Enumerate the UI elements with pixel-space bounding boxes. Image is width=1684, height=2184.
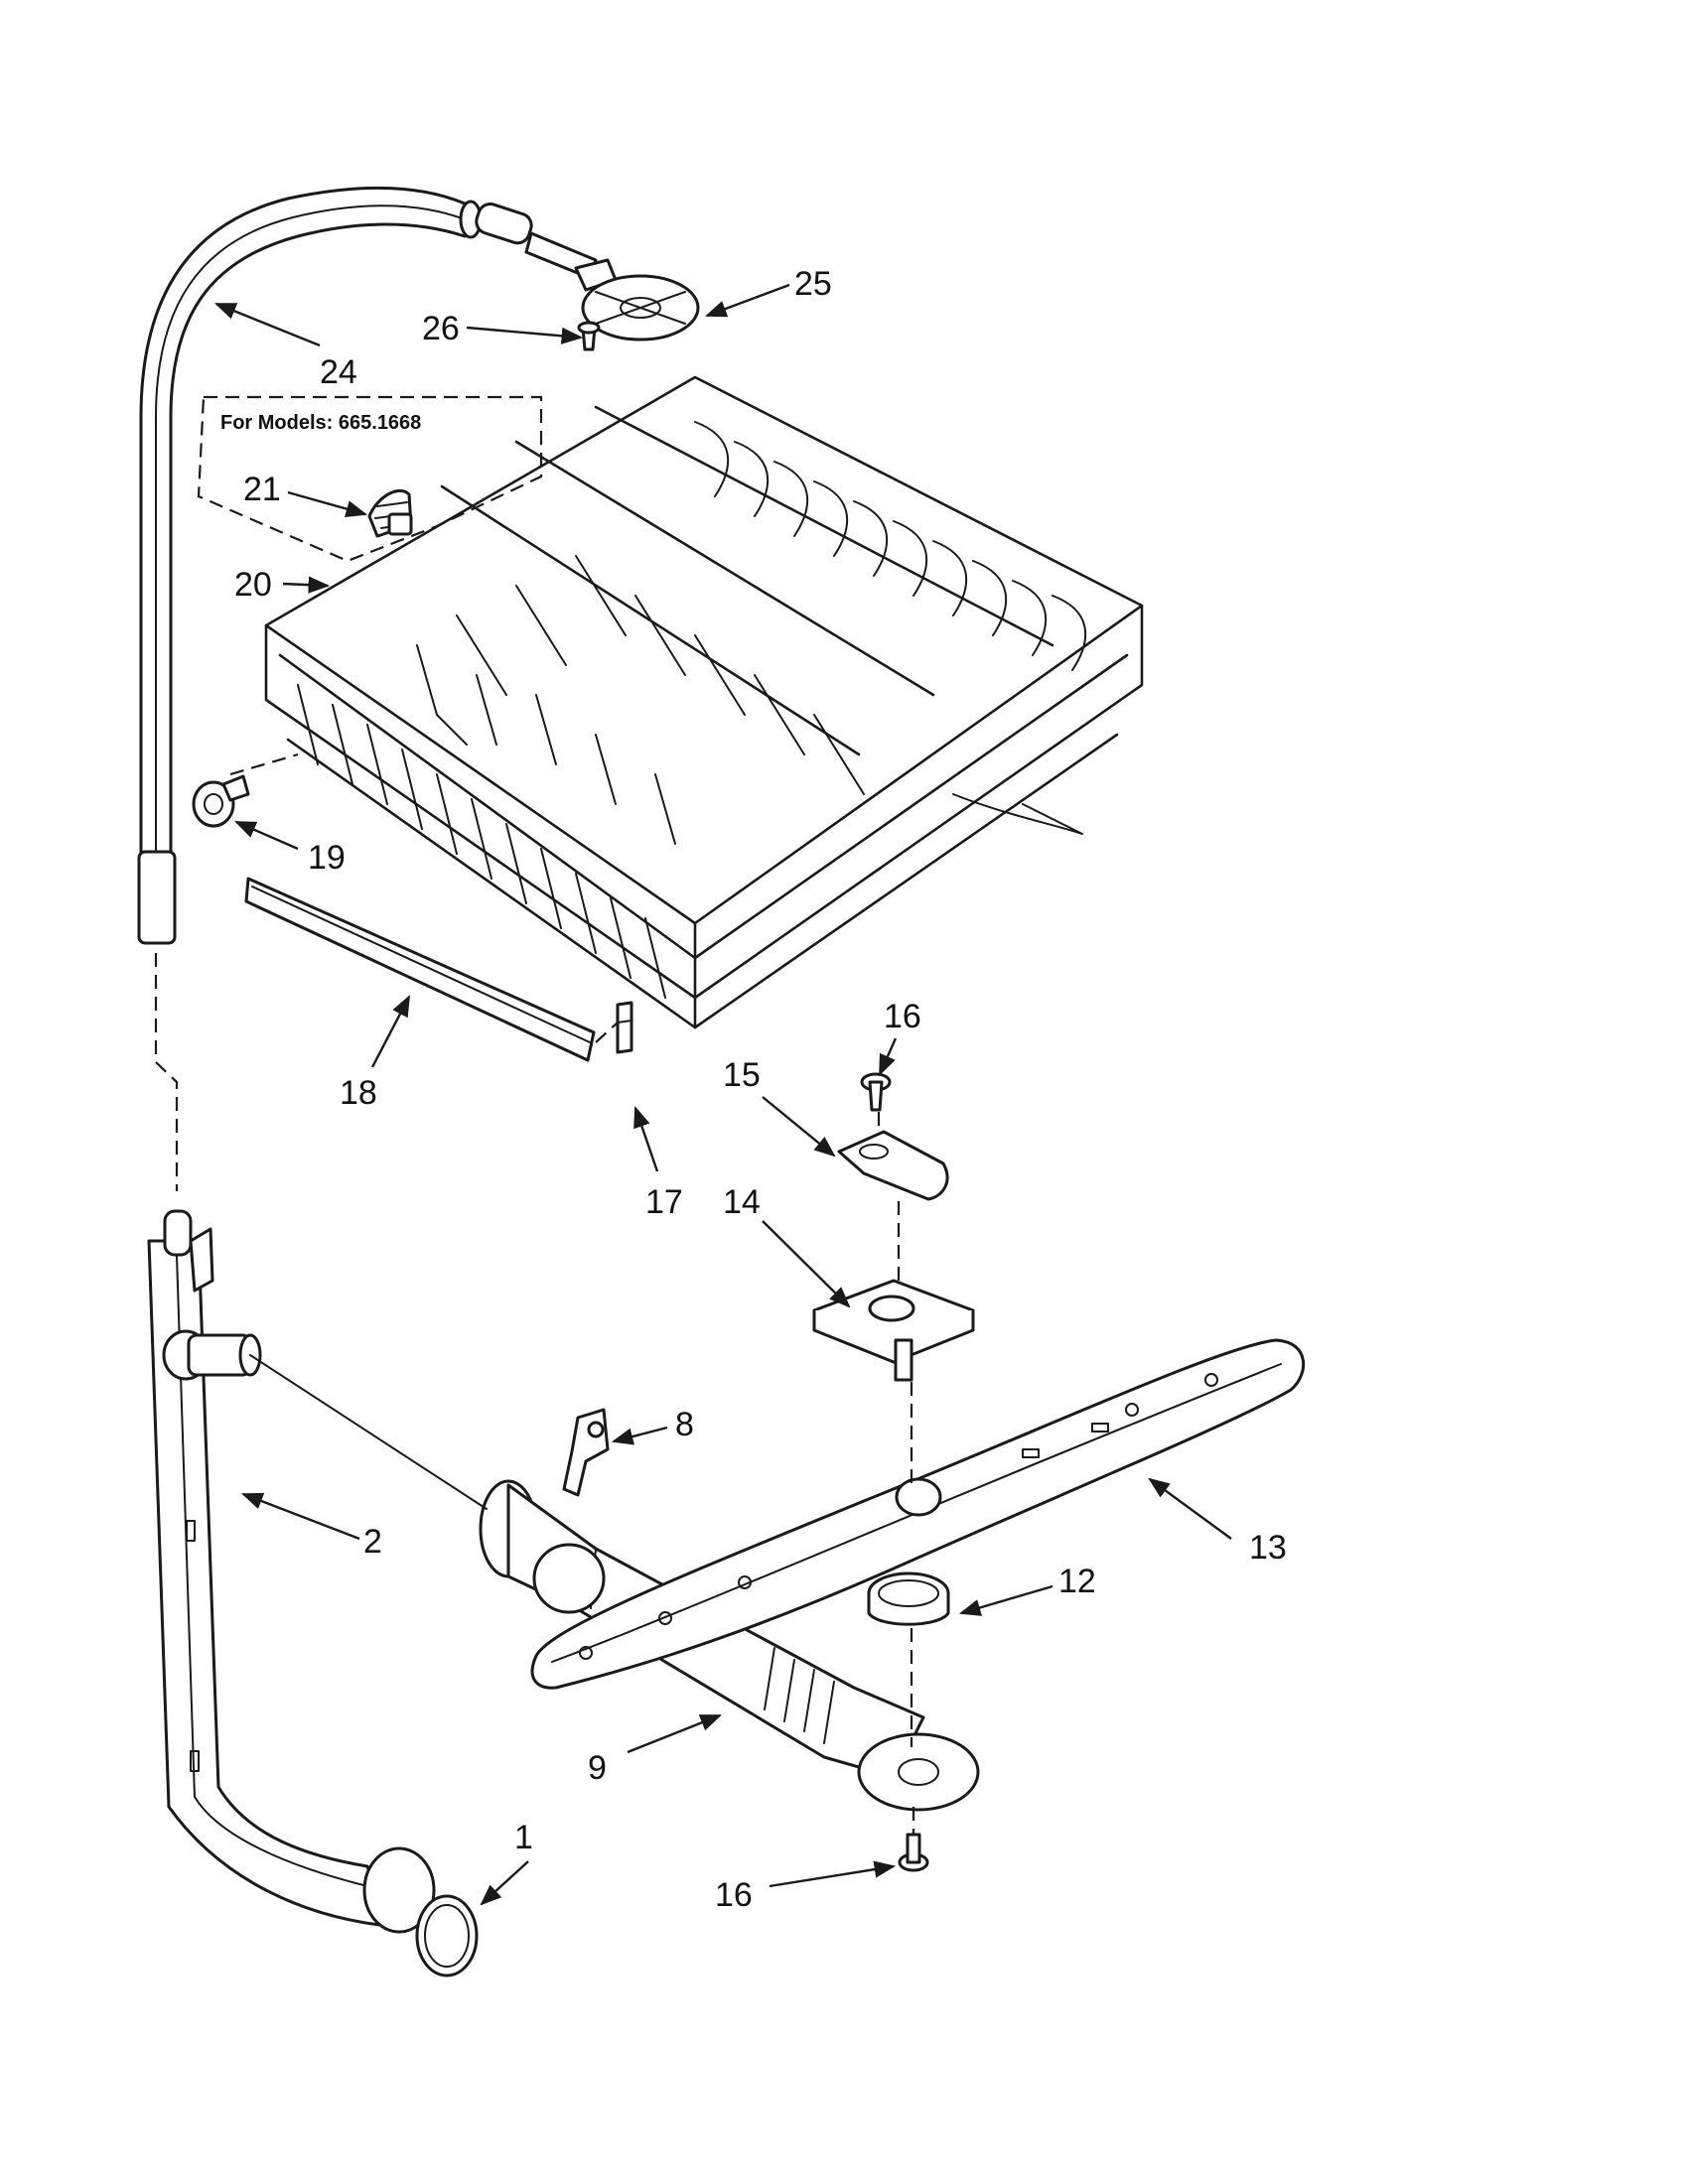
leader-21 <box>287 490 368 518</box>
clip-part-15 <box>837 1130 949 1201</box>
dishrack-part-20 <box>264 375 1144 1029</box>
leader-lines <box>213 283 1232 1906</box>
rack-rail-part-18 <box>244 877 596 1062</box>
leader-24 <box>213 302 321 347</box>
callout-26: 26 <box>422 310 460 347</box>
leader-15 <box>762 1096 836 1158</box>
screw-part-26 <box>577 321 601 351</box>
callout-16-bottom: 16 <box>715 1876 753 1914</box>
leader-16-top <box>878 1037 898 1076</box>
callout-16-top: 16 <box>884 998 921 1035</box>
leader-25 <box>704 283 790 318</box>
ring-nut-part-12 <box>867 1571 950 1626</box>
leader-9 <box>627 1713 723 1754</box>
screw-part-16-top <box>860 1072 892 1112</box>
callout-15: 15 <box>723 1056 761 1094</box>
rail-stop-part-17 <box>616 1001 633 1054</box>
callout-24: 24 <box>320 353 357 391</box>
o-ring-part-1 <box>415 1894 479 1978</box>
leader-2 <box>240 1492 360 1541</box>
manifold-tube-part-2 <box>147 1209 436 1934</box>
rack-roller-part-19 <box>192 774 250 828</box>
callout-19: 19 <box>308 839 346 877</box>
screw-part-16-bottom <box>898 1833 929 1872</box>
callout-8: 8 <box>675 1406 694 1443</box>
callout-12: 12 <box>1058 1563 1096 1600</box>
leader-20 <box>282 576 331 594</box>
leader-14 <box>762 1220 851 1308</box>
spray-arm-part-13 <box>530 1338 1306 1690</box>
leader-16-bottom <box>769 1860 897 1888</box>
leader-13 <box>1148 1477 1232 1540</box>
model-note-label: For Models: 665.1668 <box>220 412 421 434</box>
callout-17: 17 <box>645 1183 683 1221</box>
tube-connector-part-25 <box>475 203 700 341</box>
callout-21: 21 <box>243 471 281 508</box>
leader-17 <box>633 1105 659 1172</box>
leader-8 <box>611 1426 668 1445</box>
callout-2: 2 <box>363 1523 382 1561</box>
callout-14: 14 <box>723 1183 761 1221</box>
callout-25: 25 <box>794 265 832 303</box>
bracket-part-8 <box>562 1408 610 1497</box>
callout-18: 18 <box>340 1074 377 1112</box>
leader-26 <box>466 326 584 344</box>
callout-1: 1 <box>514 1819 533 1856</box>
leader-12 <box>958 1584 1053 1616</box>
leader-18 <box>370 995 411 1068</box>
supply-tube-part-24 <box>137 186 483 945</box>
callout-9: 9 <box>588 1749 607 1787</box>
leader-19 <box>234 820 299 851</box>
wire-clip-part-21 <box>367 488 413 538</box>
callout-labels: 25 26 24 21 20 19 18 17 16 15 14 8 2 13 … <box>234 265 1287 1914</box>
leader-1 <box>480 1860 529 1906</box>
spray-hub-part-14 <box>812 1279 975 1382</box>
callout-13: 13 <box>1249 1529 1287 1567</box>
callout-20: 20 <box>234 566 272 604</box>
